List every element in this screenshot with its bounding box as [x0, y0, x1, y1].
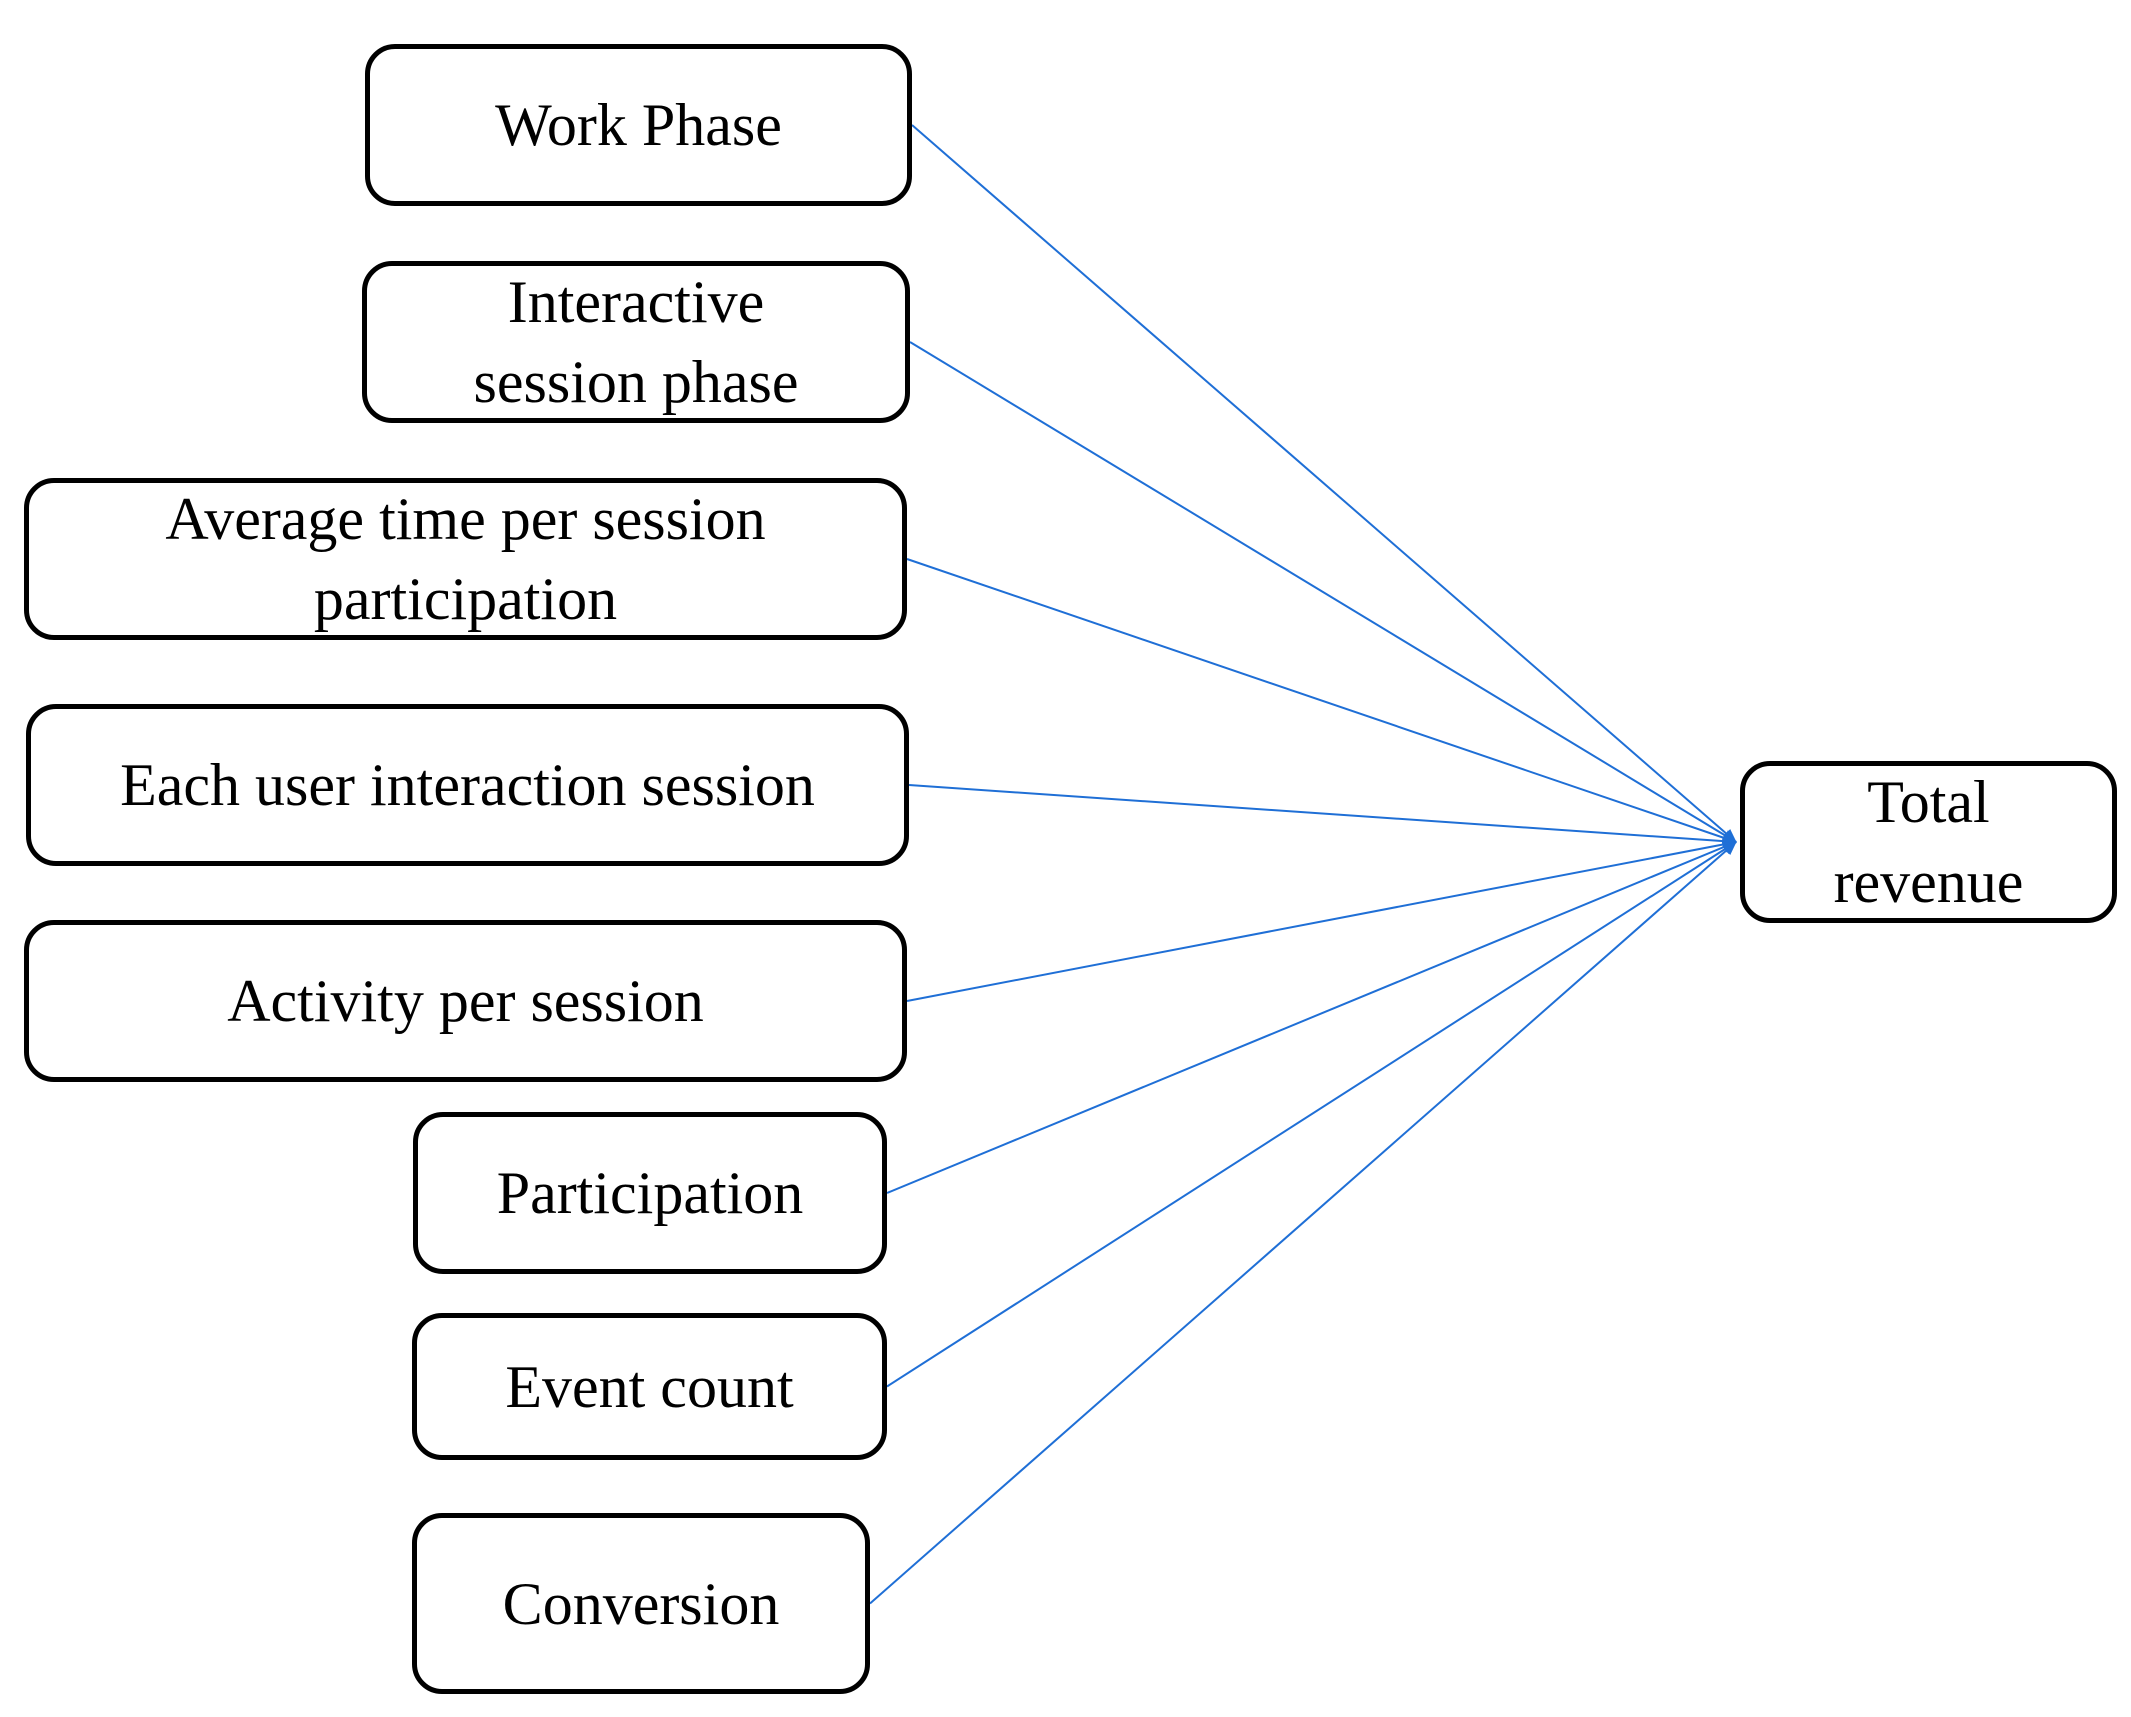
node-average-time-label: Average time per session participation	[165, 486, 766, 632]
node-activity-per-session-label: Activity per session	[227, 968, 704, 1034]
node-participation: Participation	[413, 1112, 887, 1274]
node-conversion-label: Conversion	[502, 1570, 780, 1637]
edge-work-to-total	[911, 124, 1737, 843]
edge-each-to-total	[908, 784, 1737, 848]
node-total-revenue-label: Total revenue	[1833, 769, 2024, 915]
edge-participation-to-total	[886, 841, 1737, 1194]
edge-event-to-total	[886, 841, 1737, 1388]
node-each-user-interaction-session: Each user interaction session	[26, 704, 909, 866]
node-work-phase: Work Phase	[365, 44, 912, 206]
edge-conversion-to-total	[869, 841, 1737, 1605]
node-conversion: Conversion	[412, 1513, 870, 1694]
node-participation-label: Participation	[496, 1160, 804, 1226]
edge-avgtime-to-total	[906, 558, 1737, 844]
node-event-count-label: Event count	[505, 1353, 794, 1420]
node-work-phase-label: Work Phase	[495, 92, 782, 158]
node-event-count: Event count	[412, 1313, 887, 1460]
node-average-time-per-session-participation: Average time per session participation	[24, 478, 907, 640]
node-interactive-session-phase-label: Interactive session phase	[473, 269, 799, 415]
node-activity-per-session: Activity per session	[24, 920, 907, 1082]
edge-activity-to-total	[906, 838, 1737, 1002]
node-interactive-session-phase: Interactive session phase	[362, 261, 910, 423]
node-total-revenue: Total revenue	[1740, 761, 2117, 923]
node-each-user-interaction-session-label: Each user interaction session	[120, 752, 815, 818]
edge-interactive-to-total	[909, 341, 1737, 843]
